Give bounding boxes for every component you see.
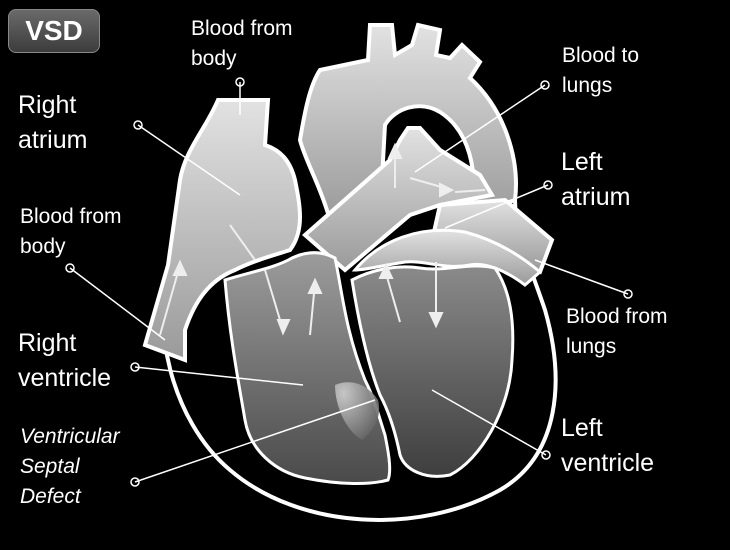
label-left-atrium-line2: atrium [561,183,631,211]
label-blood-from-body-left: Blood from body [20,202,122,262]
left-atrium-shape [351,228,543,287]
label-vsd-line3: Defect [20,485,81,508]
label-blood-from-lungs-line1: Blood from [566,305,668,328]
label-left-ventricle: Left ventricle [561,411,654,481]
pulmonary-artery [301,126,496,273]
label-right-ventricle: Right ventricle [18,326,111,396]
label-vsd-line1: Ventricular [20,425,120,448]
heart-outline [161,199,558,522]
label-blood-from-body-left-line2: body [20,235,66,258]
leader-lines [65,77,633,487]
septal-defect-shape [335,382,380,440]
label-blood-to-lungs-line1: Blood to [562,44,640,67]
label-left-ventricle-line1: Left [561,414,603,442]
label-blood-from-body-top: Blood from body [191,14,293,74]
label-right-ventricle-line2: ventricle [18,364,112,392]
label-blood-to-lungs: Blood to lungs [562,41,639,101]
aorta [297,22,518,223]
label-blood-from-lungs: Blood from lungs [566,302,668,362]
label-blood-from-body-left-line1: Blood from [20,205,122,228]
label-right-atrium-line2: atrium [18,126,88,154]
label-right-ventricle-line1: Right [18,329,77,357]
label-left-atrium-line1: Left [561,148,603,176]
label-left-atrium: Left atrium [561,145,630,215]
label-blood-from-lungs-line2: lungs [566,335,617,358]
vsd-badge-text: VSD [25,15,83,46]
right-atrium-shape [142,98,302,363]
label-blood-from-body-top-line2: body [191,47,237,70]
label-vsd-line2: Septal [20,455,80,478]
label-blood-to-lungs-line2: lungs [562,74,613,97]
label-left-ventricle-line2: ventricle [561,449,655,477]
flow-arrows [159,142,486,336]
label-blood-from-body-top-line1: Blood from [191,17,293,40]
label-ventricular-septal-defect: Ventricular Septal Defect [20,422,120,512]
vsd-badge: VSD [8,9,100,53]
label-right-atrium: Right atrium [18,88,87,158]
label-right-atrium-line1: Right [18,91,77,119]
